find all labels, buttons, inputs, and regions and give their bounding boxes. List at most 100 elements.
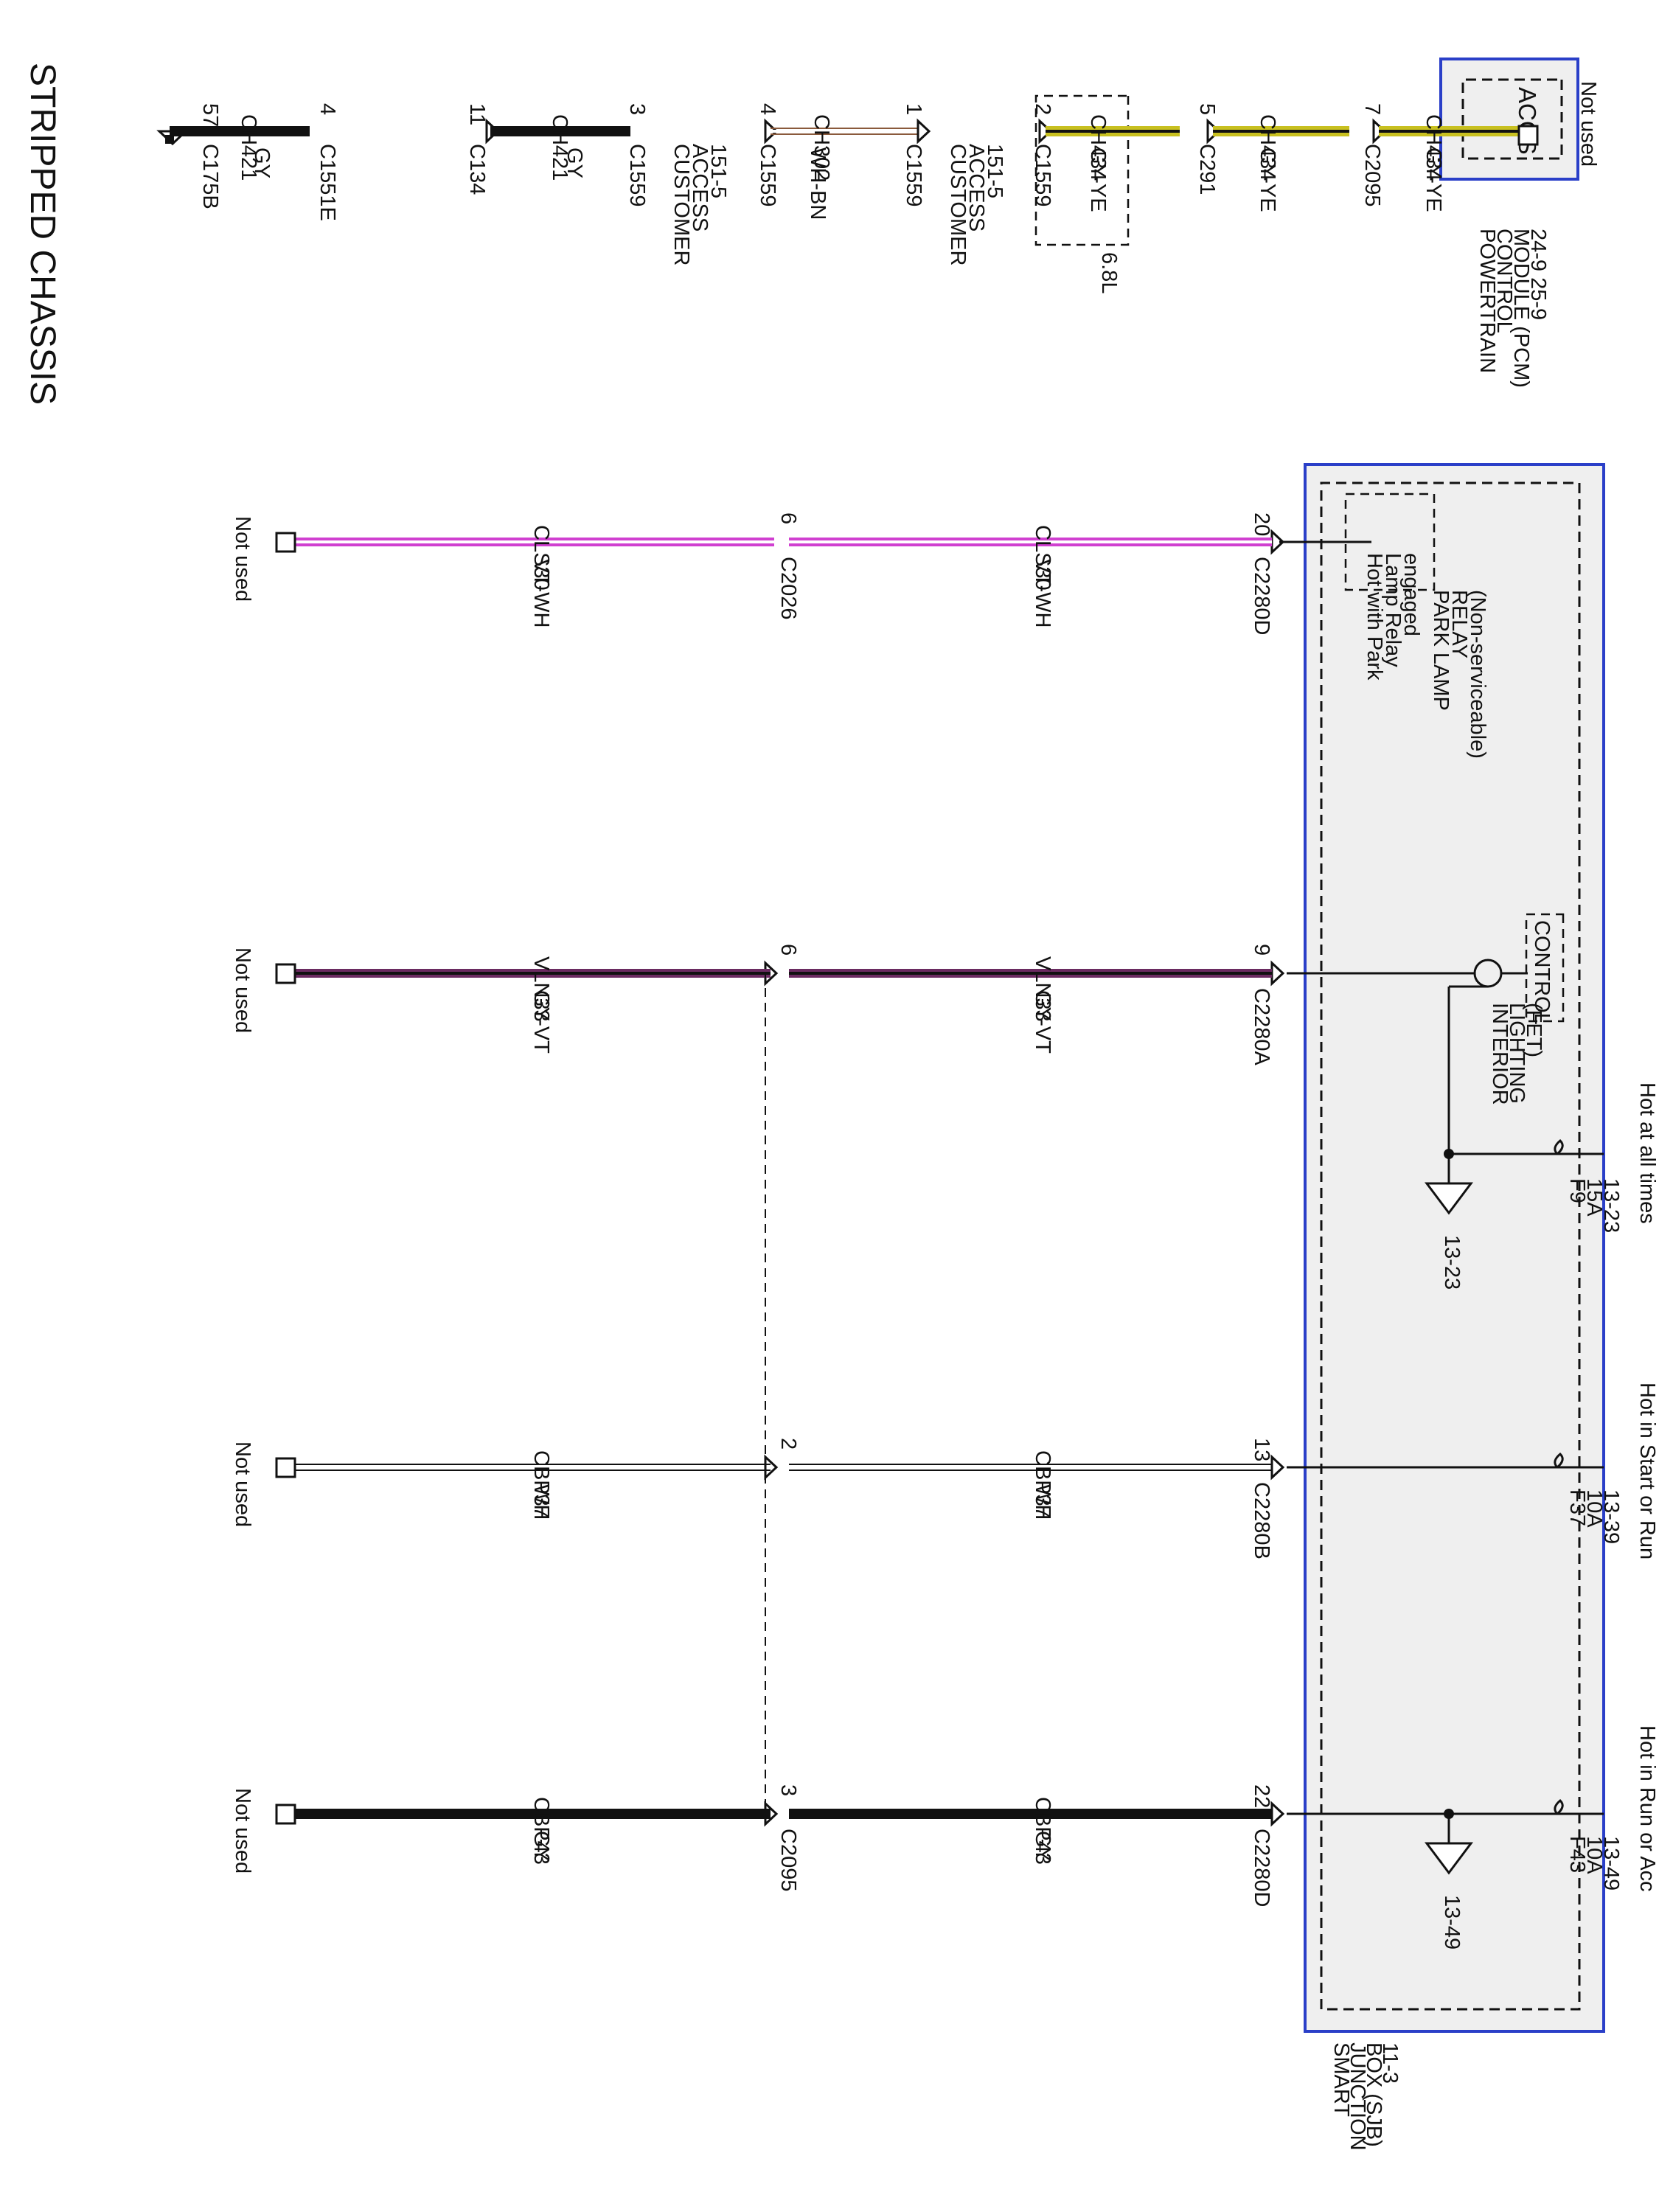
park-relay-note-line-3: engaged — [1399, 553, 1423, 636]
output-vln33-mid-pin: 6 — [776, 944, 800, 956]
output-cbp43-circuit-2: CBP43 — [529, 1797, 553, 1865]
pcm-wire-2-from-pin: 11 — [465, 103, 489, 125]
output-cbp37-sjb-pin: 13 — [1250, 1438, 1273, 1461]
output-cbp37-sjb-connector: C2280B — [1250, 1482, 1273, 1559]
fuse-f9-name: F9 — [1565, 1178, 1589, 1203]
pcm-wire-5-to-pin: 7 — [1360, 103, 1384, 115]
pcm-wire-1-to-pin: 4 — [316, 103, 339, 115]
output-cbp37-circuit-1: CBP37 — [1031, 1450, 1054, 1518]
pcm-name-line-1: POWERTRAIN — [1475, 229, 1499, 373]
output-cbp37-mid-arrow — [764, 1454, 779, 1481]
customer-access-1-line-1: CUSTOMER — [669, 144, 693, 265]
fet-line-3: (FET) — [1522, 1003, 1545, 1057]
output-vln33-sjb-connector: C2280A — [1250, 988, 1273, 1065]
pcm-wire-4-from-pin: 2 — [1031, 103, 1054, 115]
output-cls30-circuit-2: CLS30 — [529, 525, 553, 591]
page-title: STRIPPED CHASSIS — [23, 63, 62, 405]
output-cls30-mid-connector: C2026 — [776, 557, 800, 619]
output-vln33-terminal — [275, 963, 296, 984]
output-cbp43-color-1: GY — [1031, 1831, 1054, 1862]
output-vln33-circuit-2: VLN33 — [529, 956, 553, 1022]
pcm-module-box — [1439, 58, 1579, 181]
output-cbp43-mid-pin: 3 — [776, 1784, 800, 1796]
fuse-f43-amps: 10A — [1582, 1836, 1606, 1874]
feed-f37-label: Hot in Start or Run — [1635, 1382, 1659, 1559]
pcm-wire-2-from-connector: C134 — [465, 144, 489, 195]
output-cls30-sjb-pin: 20 — [1250, 512, 1273, 536]
output-vln33-arrow — [1270, 960, 1285, 987]
output-vln33-color-2: GY-VT — [529, 990, 553, 1054]
output-vln33-end: Not used — [231, 947, 254, 1033]
pcm-wire-6-color: GY-YE — [1422, 147, 1445, 212]
fuse-f43-name: F43 — [1565, 1836, 1589, 1873]
output-vln33-sjb-pin: 9 — [1250, 944, 1273, 956]
pcm-name-line-4: 24-9 25-9 — [1526, 229, 1550, 320]
pcm-name-line-3: MODULE (PCM) — [1509, 229, 1533, 388]
pcm-wire-1-circuit: CH421 — [237, 114, 260, 181]
pcm-wire-1-color: GY — [250, 147, 274, 178]
ground-f43-arrow — [1425, 1842, 1473, 1875]
output-cls30-end: Not used — [231, 516, 254, 602]
fuse-f9-amps: 15A — [1582, 1178, 1606, 1217]
pcm-section: ACCS POWERTRAIN CONTROL MODULE (PCM) 24-… — [156, 58, 1600, 388]
sjb-module-box — [1304, 463, 1605, 2033]
fuse-f9-symbol — [1554, 1138, 1564, 1155]
sjb-name-line-2: JUNCTION — [1346, 2042, 1369, 2151]
output-cbp43-sjb-pin: 22 — [1250, 1784, 1273, 1808]
ground-f9-arrow — [1425, 1182, 1473, 1215]
pcm-wire-1-from-pin: 57 — [198, 103, 222, 127]
pcm-wire-6-circuit: CH434 — [1422, 114, 1445, 181]
pcm-wire-3-circuit: CH302 — [810, 114, 833, 181]
park-relay-line-2: RELAY — [1447, 590, 1471, 658]
output-cbp37-terminal — [275, 1457, 296, 1478]
customer-access-2-line-2: ACCESS — [964, 144, 988, 232]
fuse-f37-name: F37 — [1565, 1489, 1589, 1526]
pcm-internal-box — [1461, 78, 1563, 160]
sjb-internal-box — [1320, 481, 1581, 2011]
pcm-wire-4-color: GY-YE — [1086, 147, 1110, 212]
output-cls30-mid-pin: 6 — [776, 512, 800, 524]
pcm-wire-3-to-connector: C1559 — [902, 144, 925, 206]
pcm-wire-2-to-connector: C1559 — [625, 144, 649, 206]
pcm-wire-2-circuit: CH421 — [548, 114, 571, 181]
ground-f43-ref: 13-49 — [1440, 1895, 1464, 1950]
fuse-f37-amps: 10A — [1582, 1489, 1606, 1528]
fet-line-2: LIGHTING — [1505, 1003, 1528, 1104]
pcm-wire-3-from-connector: C1559 — [756, 144, 779, 206]
pcm-wire-4-circuit: CH434 — [1086, 114, 1110, 181]
variant-label: 6.8L — [1097, 252, 1121, 293]
output-vln33-color-1: GY-VT — [1031, 990, 1054, 1054]
feed-f43-label: Hot in Run or Acc — [1635, 1725, 1659, 1892]
pcm-wire-4-to-connector: C291 — [1195, 144, 1219, 195]
customer-access-2-line-1: CUSTOMER — [946, 144, 970, 265]
sjb-name-line-1: SMART — [1329, 2042, 1353, 2117]
pcm-wire-5-circuit: CH434 — [1256, 114, 1279, 181]
output-cbp43-mid-connector: C2095 — [776, 1829, 800, 1891]
customer-access-2-line-3: 151-5 — [983, 144, 1006, 198]
output-cbp43-arrow — [1270, 1801, 1285, 1827]
control-label: CONTROL — [1530, 920, 1554, 1025]
output-cls30: 20 C2280D CLS30 VT-WH 6 C2026 CLS30 VT-W… — [231, 512, 1287, 635]
pcm-wire-5-color: GY-YE — [1256, 147, 1279, 212]
output-cls30-color-1: VT-WH — [1031, 559, 1054, 627]
output-cbp37-mid-pin: 2 — [776, 1438, 800, 1450]
output-vln33-circuit-1: VLN33 — [1031, 956, 1054, 1022]
pcm-wire-3-arrow-end — [917, 118, 931, 145]
fuse-f9-ref: 13-23 — [1599, 1178, 1623, 1233]
pcm-wire-4-arrow — [1038, 118, 1053, 145]
sjb-name-line-4: 11-3 — [1378, 2042, 1402, 2084]
pcm-wire-1-to-connector: C1551E — [316, 144, 339, 221]
pcm-wire-2-to-pin: 3 — [625, 103, 649, 115]
park-relay-note-line-1: Hot with Park — [1363, 553, 1386, 681]
park-relay-line-1: PARK LAMP — [1429, 590, 1453, 711]
park-lamp-relay-box — [1344, 493, 1436, 591]
pcm-wire-6-terminal — [1517, 125, 1539, 146]
sjb-section: SMART JUNCTION BOX (SJB) 11-3 PARK LAMP … — [231, 463, 1659, 2151]
output-cbp37-color-2: WH — [529, 1484, 553, 1520]
customer-access-1-line-2: ACCESS — [688, 144, 712, 232]
fuse-f37-symbol — [1554, 1452, 1564, 1469]
output-cls30-sjb-connector: C2280D — [1250, 557, 1273, 635]
output-cls30-color-2: VT-WH — [529, 559, 553, 627]
